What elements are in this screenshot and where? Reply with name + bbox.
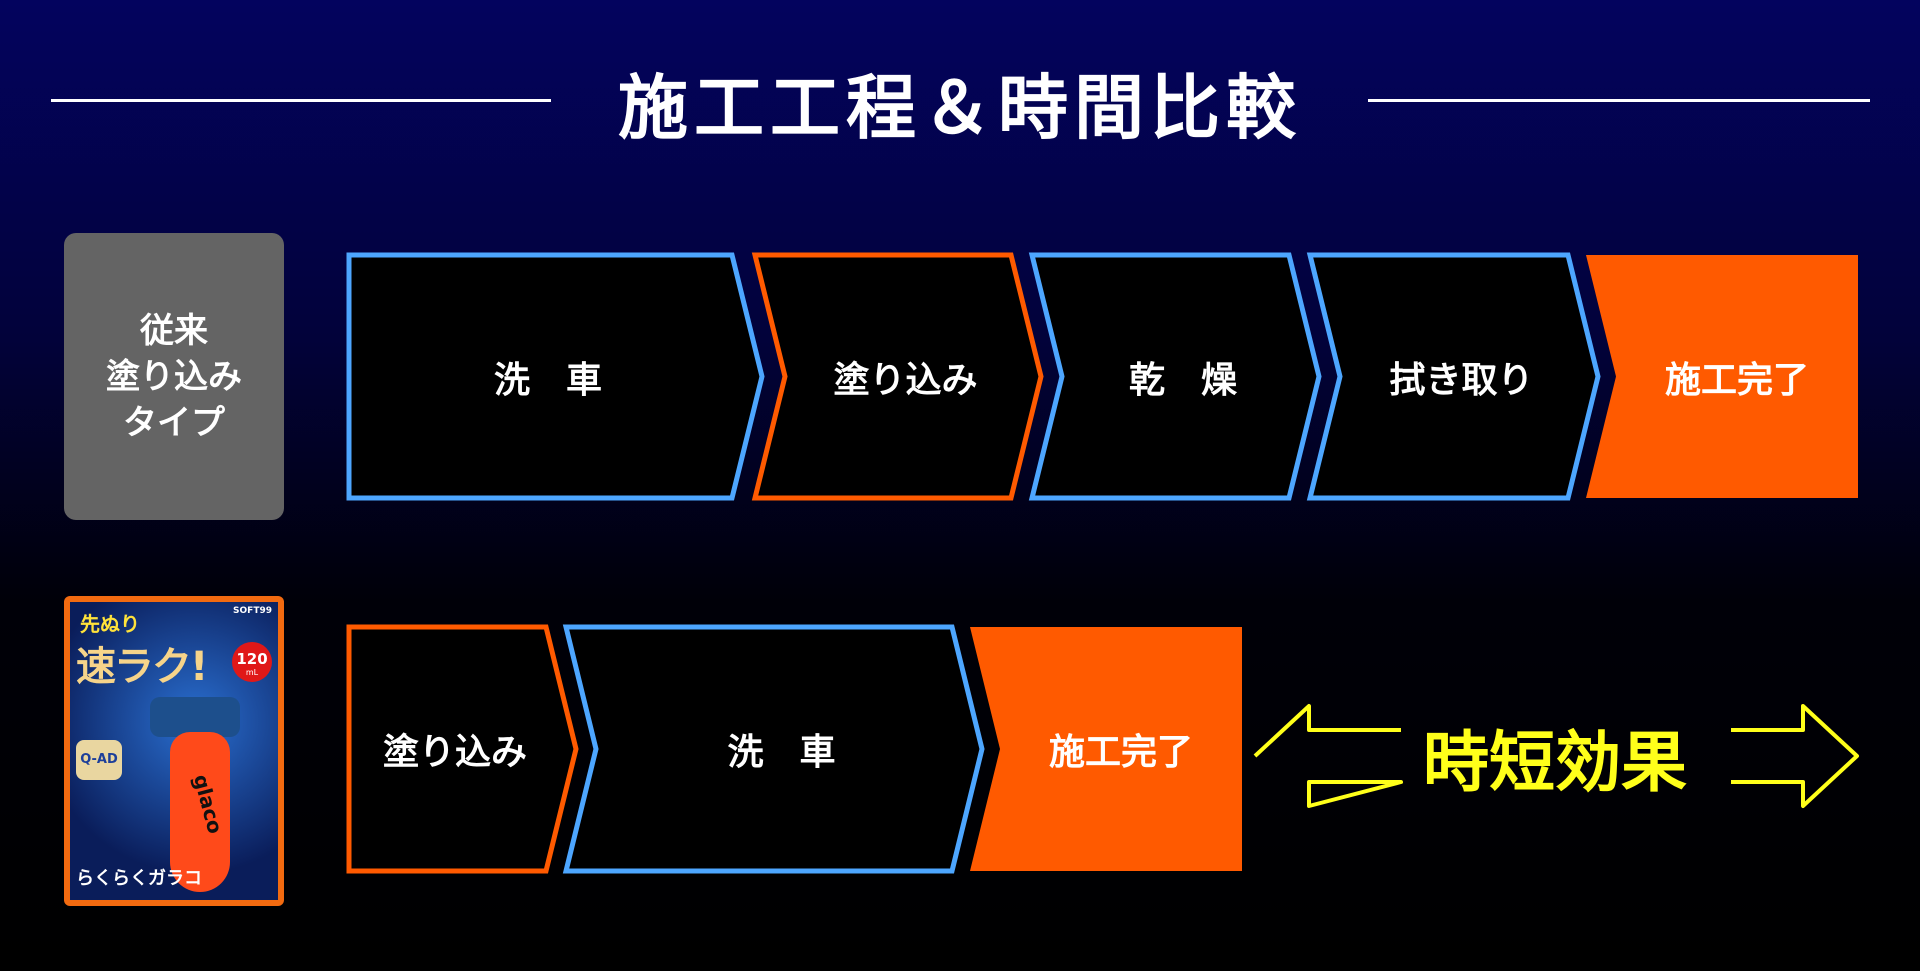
bottle-cap — [150, 697, 240, 737]
legacy-label-line: 従来 — [140, 310, 208, 351]
step-arrow-shape — [1306, 252, 1601, 501]
double-arrow-icon — [1253, 704, 1859, 808]
legacy-label-line: 塗り込み — [106, 356, 242, 397]
step-label: 乾 燥 — [1128, 359, 1237, 401]
step-arrow-shape — [346, 624, 579, 874]
product-catch-big: 速ラク! — [76, 644, 208, 690]
step-arrow-shape — [346, 252, 765, 501]
step-arrow-shape — [970, 627, 1242, 871]
step-label: 拭き取り — [1389, 359, 1534, 401]
product-volume-badge: 120 mL — [232, 642, 272, 682]
bottle-body — [170, 732, 230, 892]
product-catch-small: 先ぬり — [80, 612, 140, 636]
step-label: 洗 車 — [727, 732, 836, 773]
step-label: 塗り込み — [382, 732, 527, 773]
step-label: 施工完了 — [1664, 359, 1809, 401]
product-badge: Q-AD — [76, 740, 122, 780]
step-label: 洗 車 — [493, 359, 602, 401]
legacy-label-line: タイプ — [123, 402, 225, 443]
step-arrow-shape — [751, 252, 1044, 501]
product-maker: SOFT99 — [233, 606, 272, 616]
step-arrow-shape — [1028, 252, 1322, 501]
title-rule-left — [51, 99, 551, 102]
time-saving-label: 時短効果 — [1423, 724, 1687, 801]
legacy-type-label: 従来 塗り込み タイプ — [64, 233, 284, 520]
product-package-image: 先ぬり 速ラク! SOFT99 120 mL glaco Q-AD らくらくガラ… — [64, 596, 284, 906]
page-title: 施工工程＆時間比較 — [618, 67, 1302, 149]
step-arrow-shape — [1586, 255, 1858, 498]
product-brand: らくらくガラコ — [76, 868, 202, 889]
step-label: 施工完了 — [1048, 732, 1193, 773]
step-label: 塗り込み — [833, 359, 978, 401]
step-arrow-shape — [562, 624, 985, 874]
title-rule-right — [1368, 99, 1870, 102]
